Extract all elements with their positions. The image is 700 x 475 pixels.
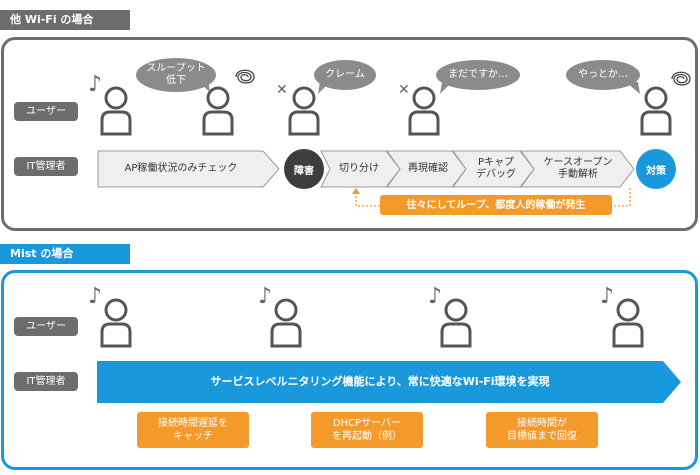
step-countermeasure: 対策 [636, 149, 676, 189]
panel-mist [1, 270, 698, 470]
person-icon [612, 298, 644, 348]
step-case-open [520, 150, 635, 188]
person-icon [100, 298, 132, 348]
panel-other-wifi [1, 37, 698, 231]
loop-label: 往々にしてループ、都度人的稼働が発生 [380, 195, 612, 215]
step-ap-check [97, 150, 280, 188]
speech-bubble-claim: クレーム [314, 60, 376, 90]
person-icon [640, 86, 672, 136]
step-isolation [320, 150, 401, 188]
step-case-open-label: ケースオープン 手動解析 [543, 157, 613, 180]
music-note-icon: ♪ [258, 284, 273, 309]
it-label-top: IT管理者 [14, 157, 78, 176]
scribble-icon [235, 69, 255, 84]
person-icon [440, 298, 472, 348]
box-detect-delay: 接続時間遅延を キャッチ [137, 412, 249, 448]
scribble-icon [671, 71, 691, 86]
music-note-icon: ♪ [88, 72, 103, 97]
step-pcap-debug-label: Pキャプ デバッグ [476, 157, 516, 180]
speech-bubble-throughput: スループット 低下 [136, 58, 216, 92]
person-icon [202, 86, 234, 136]
music-note-icon: ♪ [428, 284, 443, 309]
step-reproduce [386, 150, 467, 188]
user-label-top: ユーザー [14, 102, 78, 121]
person-icon [288, 86, 320, 136]
section-title-mist: Mist の場合 [0, 244, 130, 264]
step-ap-check-label: AP稼働状況のみチェック [124, 163, 238, 174]
loop-arrow [352, 188, 631, 207]
speech-bubble-finally: やっとか… [566, 60, 640, 90]
anger-mark-icon: ✕ [276, 82, 288, 98]
step-isolation-label: 切り分け [339, 163, 379, 174]
service-level-arrow-label: サービスレベルニタリング機能により、常に快適なWi-Fi環境を実現 [210, 375, 550, 388]
service-level-arrow [97, 361, 681, 403]
box-recover-target: 接続時間が 目標値まで回復 [486, 412, 598, 448]
step-pcap-debug [452, 150, 535, 188]
anger-mark-icon: ✕ [398, 82, 410, 98]
person-icon [100, 86, 132, 136]
speech-bubble-not-yet: まだですか… [436, 60, 520, 90]
step-failure: 障害 [284, 149, 324, 189]
section-title-other-wifi: 他 Wi-Fi の場合 [0, 10, 130, 30]
step-reproduce-label: 再現確認 [408, 163, 448, 174]
person-icon [408, 86, 440, 136]
it-label-bottom: IT管理者 [14, 372, 78, 391]
user-label-bottom: ユーザー [14, 317, 78, 336]
music-note-icon: ♪ [88, 284, 103, 309]
person-icon [270, 298, 302, 348]
box-restart-dhcp: DHCPサーバー を再起動（例） [311, 412, 423, 448]
music-note-icon: ♪ [600, 284, 615, 309]
